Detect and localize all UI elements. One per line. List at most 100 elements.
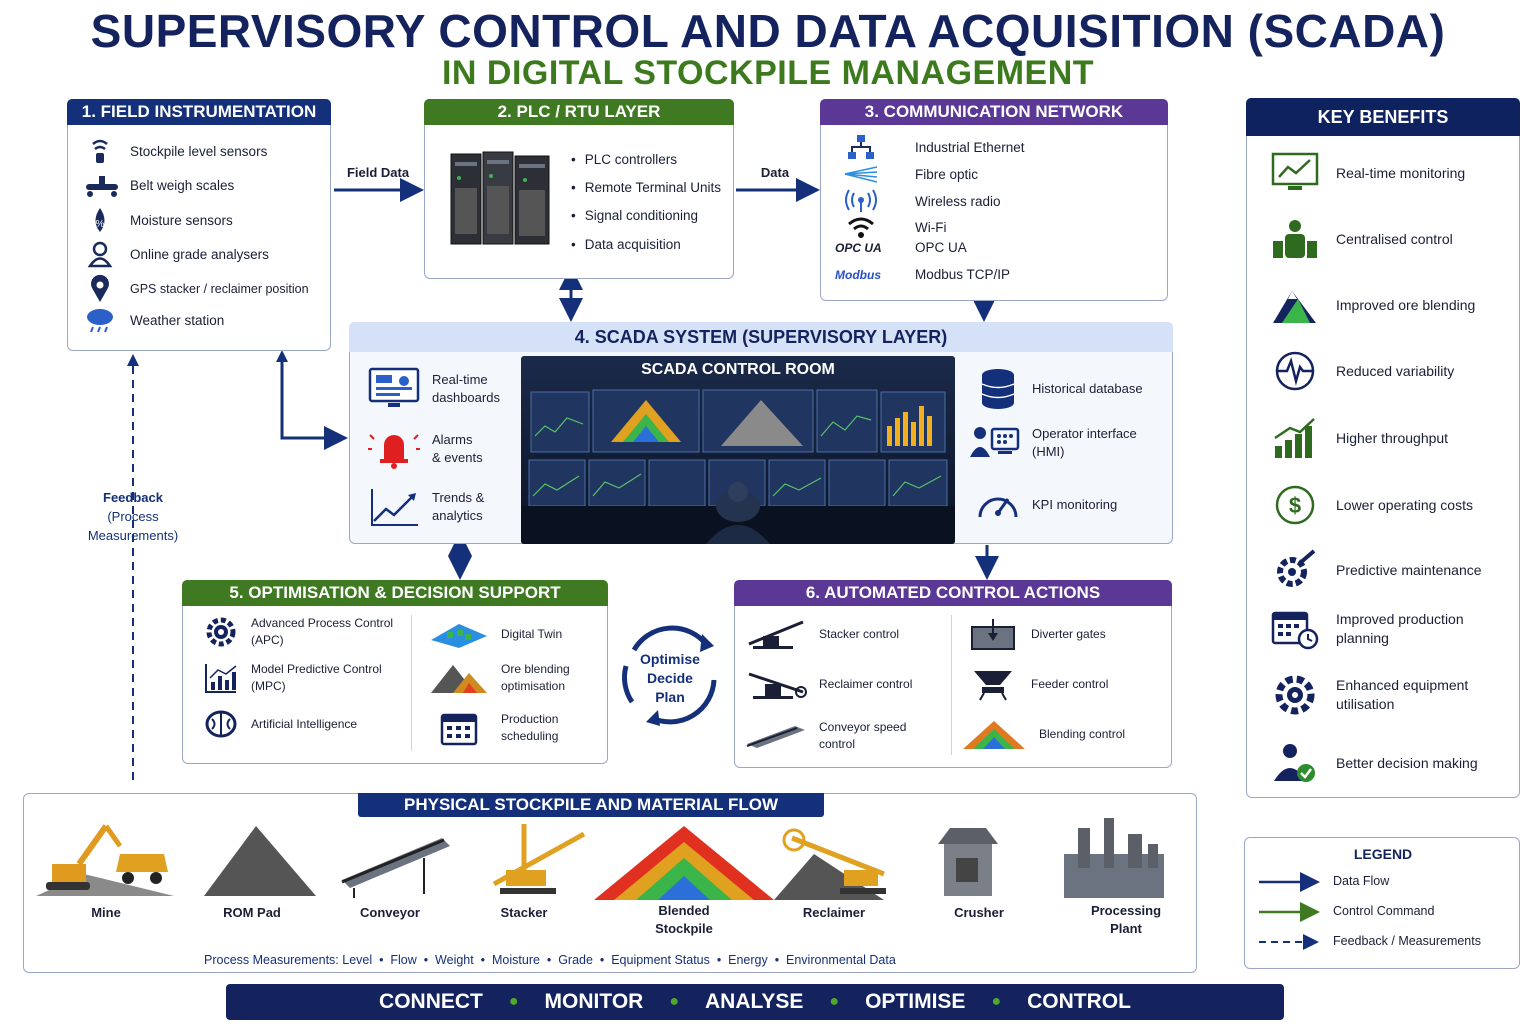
comm-item-opcua: OPC UA OPC UA [835, 240, 967, 255]
communication-network-title: 3. COMMUNICATION NETWORK [820, 99, 1168, 125]
key-benefits-title: KEY BENEFITS [1246, 98, 1520, 136]
kpi-gauge-icon [976, 483, 1020, 527]
benefit-predictive-maintenance: Predictive maintenance [1268, 547, 1482, 593]
field-item-grade: Online grade analysers [82, 239, 269, 269]
svg-text:$: $ [1289, 493, 1301, 518]
plc-cabinet-icon [450, 151, 550, 245]
benefit-improved-ore-blending: Improved ore blending [1268, 282, 1475, 328]
conveyor-belt-icon [745, 721, 807, 751]
benefit-lower-operating-costs: $Lower operating costs [1268, 482, 1473, 528]
subtitle: IN DIGITAL STOCKPILE MANAGEMENT [441, 54, 1095, 92]
footer-step-analyse: ANALYSE [705, 990, 804, 1013]
footer-step-connect: CONNECT [379, 990, 483, 1013]
ore-pile-icon [429, 663, 489, 693]
blending-pile-icon [961, 719, 1027, 749]
feedback-label: Feedback (Process Measurements) [87, 490, 179, 543]
benefit-centralised-control: Centralised control [1268, 216, 1453, 262]
optim-item-ai: Artificial Intelligence [203, 709, 357, 739]
mine-icon [36, 824, 174, 896]
field-instrumentation-panel: 1. FIELD INSTRUMENTATION Stockpile level… [67, 99, 331, 351]
comm-item-ethernet: Industrial Ethernet [843, 132, 1025, 162]
stacker-machine-icon [745, 619, 807, 649]
grade-analyser-icon [82, 239, 118, 269]
reduced-variability-icon [1268, 348, 1322, 394]
ai-brain-icon [203, 709, 239, 739]
stage-reclaimer: Reclaimer [802, 905, 866, 920]
digital-twin-icon [429, 619, 489, 649]
modbus-logo: Modbus [835, 267, 881, 282]
benefit-better-decision-making: Better decision making [1268, 740, 1478, 786]
control-room-title: SCADA CONTROL ROOM [641, 361, 835, 378]
auto-item-diverter: Diverter gates [967, 619, 1106, 650]
enhanced-equipment-utilisation-icon [1268, 672, 1322, 718]
reclaimer-icon [774, 828, 886, 900]
legend-control-command: Control Command [1333, 904, 1435, 918]
field-item-gps: GPS stacker / reclaimer position [82, 274, 309, 304]
process-measurements: Process Measurements: Level • Flow • Wei… [204, 953, 896, 967]
improved-production-planning-icon [1268, 606, 1322, 652]
feeder-icon [967, 669, 1019, 701]
automated-control-title: 6. AUTOMATED CONTROL ACTIONS [734, 580, 1172, 606]
lower-operating-costs-icon: $ [1268, 482, 1322, 528]
real-time-monitoring-icon [1268, 150, 1322, 196]
calendar-icon [429, 713, 489, 746]
trend-chart-icon [368, 485, 420, 529]
belt-scale-icon [82, 170, 118, 200]
communication-network-panel: 3. COMMUNICATION NETWORK Industrial Ethe… [820, 99, 1168, 301]
field-data-label: Field Data [346, 165, 410, 180]
apc-gear-icon [203, 617, 239, 647]
optimisation-panel: 5. OPTIMISATION & DECISION SUPPORT Advan… [182, 580, 608, 764]
stage-rom-pad: ROM Pad [223, 905, 281, 920]
comm-item-fibre: Fibre optic [843, 159, 978, 189]
crusher-icon [938, 828, 998, 896]
footer-step-control: CONTROL [1027, 990, 1131, 1013]
scada-control-room-image: SCADA CONTROL ROOM [521, 356, 955, 544]
legend-feedback: Feedback / Measurements [1333, 934, 1481, 948]
gps-pin-icon [82, 274, 118, 304]
data-label: Data [760, 165, 790, 180]
wireless-radio-icon [843, 186, 879, 216]
plc-item: Remote Terminal Units [571, 180, 721, 195]
plc-rtu-panel: 2. PLC / RTU LAYER PLC controllers Remot… [424, 99, 734, 279]
footer-banner: CONNECT● MONITOR● ANALYSE● OPTIMISE● CON… [226, 984, 1284, 1020]
scada-item-historical: Historical database [976, 367, 1143, 411]
processing-plant-icon [1064, 818, 1164, 898]
stage-crusher: Crusher [954, 905, 1004, 920]
scada-item-kpi: KPI monitoring [976, 483, 1117, 527]
key-benefits-panel: KEY BENEFITS [1246, 98, 1520, 798]
plc-item: PLC controllers [571, 152, 677, 167]
centralised-control-icon [1268, 216, 1322, 262]
stage-stacker: Stacker [500, 905, 548, 920]
plc-item: Signal conditioning [571, 208, 698, 223]
field-item-level: Stockpile level sensors [82, 136, 267, 166]
stacker-icon [492, 824, 586, 894]
better-decision-making-icon [1268, 740, 1322, 786]
scada-item-hmi: Operator interface(HMI) [968, 421, 1137, 465]
auto-item-blending: Blending control [961, 719, 1125, 749]
stage-conveyor: Conveyor [360, 905, 420, 920]
weather-cloud-icon [82, 305, 118, 335]
network-topology-icon [843, 132, 879, 162]
benefit-higher-throughput: Higher throughput [1268, 415, 1448, 461]
svg-text:%: % [96, 219, 105, 230]
legend-data-flow: Data Flow [1333, 874, 1390, 888]
comm-item-wifi: Wi-Fi [843, 212, 946, 242]
wifi-icon [843, 212, 879, 242]
control-room-screens [521, 389, 955, 544]
main-title: SUPERVISORY CONTROL AND DATA ACQUISITION… [90, 5, 1446, 57]
optim-item-mpc: Model Predictive Control(MPC) [203, 661, 382, 695]
automated-control-panel: 6. AUTOMATED CONTROL ACTIONS Stacker con… [734, 580, 1172, 768]
opc-ua-logo: OPC UA [835, 240, 882, 255]
comm-item-radio: Wireless radio [843, 186, 1001, 216]
reclaimer-machine-icon [745, 669, 807, 699]
fibre-optic-icon [843, 159, 879, 189]
